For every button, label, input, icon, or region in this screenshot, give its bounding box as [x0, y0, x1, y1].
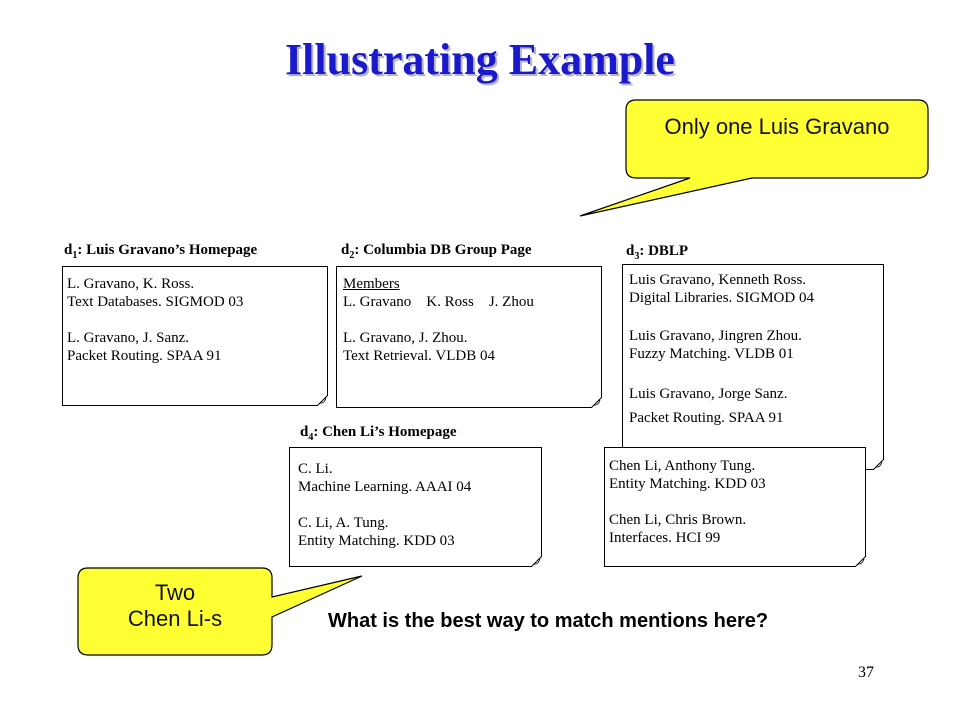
doc-d2-label-rest: : Columbia DB Group Page	[354, 242, 532, 258]
doc-d4-box: C. Li. Machine Learning. AAAI 04 C. Li, …	[289, 447, 542, 567]
doc-d3-line: Chen Li, Anthony Tung.	[609, 458, 756, 474]
callout-bottom-text: Two Chen Li-s	[78, 580, 272, 632]
callout-top-shape	[579, 99, 929, 217]
callout-bottom-line2: Chen Li-s	[127, 606, 223, 631]
doc-d3-label-prefix: d	[626, 243, 635, 259]
doc-d3-line: Fuzzy Matching. VLDB 01	[629, 346, 794, 362]
doc-d3-line: Chen Li, Chris Brown.	[609, 512, 747, 528]
doc-d3-label: d3: DBLP	[626, 243, 688, 262]
page-curl-icon	[531, 556, 542, 567]
doc-d3-gap	[629, 307, 877, 327]
doc-d3-line: Entity Matching. KDD 03	[609, 476, 766, 492]
callout-top-text: Only one Luis Gravano	[626, 114, 928, 140]
doc-d3-box-top: Luis Gravano, Kenneth Ross. Digital Libr…	[622, 264, 884, 470]
callout-bottom-shape	[77, 567, 363, 656]
page-number: 37	[858, 664, 874, 681]
doc-d2-gap	[343, 311, 595, 329]
doc-d1-box: L. Gravano, K. Ross. Text Databases. SIG…	[62, 266, 328, 406]
doc-d2-heading: Members	[343, 276, 400, 292]
doc-d2-label-sub: 2	[349, 250, 355, 261]
slide-title: Illustrating Example	[285, 35, 675, 84]
doc-d1-line: L. Gravano, K. Ross.	[67, 276, 195, 292]
doc-d2-members-line: L. Gravano K. Ross J. Zhou	[343, 294, 534, 310]
doc-d3-line: Interfaces. HCI 99	[609, 530, 721, 546]
doc-d1-label: d1: Luis Gravano’s Homepage	[64, 242, 257, 261]
doc-d4-gap	[298, 496, 533, 514]
doc-d3-line: Digital Libraries. SIGMOD 04	[629, 290, 814, 306]
page-curl-icon	[317, 395, 328, 406]
doc-d2-box: Members L. Gravano K. Ross J. Zhou L. Gr…	[336, 266, 602, 408]
callout-bottom-line1: Two	[154, 580, 196, 605]
doc-d4-line: Machine Learning. AAAI 04	[298, 479, 472, 495]
doc-d3-box-bottom: Chen Li, Anthony Tung. Entity Matching. …	[604, 447, 866, 567]
doc-d3-line: Luis Gravano, Kenneth Ross.	[629, 272, 807, 288]
doc-d3-line: Packet Routing. SPAA 91	[629, 410, 784, 426]
doc-d2-label-prefix: d	[341, 242, 350, 258]
doc-d2-line: L. Gravano, J. Zhou.	[343, 330, 468, 346]
doc-d1-line: Text Databases. SIGMOD 03	[67, 294, 244, 310]
doc-d4-line: C. Li.	[298, 461, 333, 477]
doc-d4-line: C. Li, A. Tung.	[298, 515, 389, 531]
doc-d2-label: d2: Columbia DB Group Page	[341, 242, 532, 261]
page-curl-icon	[591, 397, 602, 408]
doc-d3-gap	[609, 493, 861, 511]
doc-d3-line: Luis Gravano, Jingren Zhou.	[629, 328, 802, 344]
page-curl-icon	[855, 556, 866, 567]
doc-d3-gap	[629, 363, 877, 385]
question-text: What is the best way to match mentions h…	[328, 610, 769, 632]
doc-d3-line: Luis Gravano, Jorge Sanz.	[629, 386, 788, 402]
doc-d1-label-rest: : Luis Gravano’s Homepage	[77, 242, 258, 258]
page-curl-icon	[873, 459, 884, 470]
doc-d4-line: Entity Matching. KDD 03	[298, 533, 455, 549]
doc-d4-label-prefix: d	[300, 424, 309, 440]
doc-d1-label-prefix: d	[64, 242, 73, 258]
doc-d1-line: L. Gravano, J. Sanz.	[67, 330, 190, 346]
doc-d1-gap	[67, 311, 323, 329]
doc-d2-line: Text Retrieval. VLDB 04	[343, 348, 495, 364]
doc-d1-label-sub: 1	[72, 250, 78, 261]
callout-top-label: Only one Luis Gravano	[664, 114, 890, 139]
doc-d4-label-sub: 4	[308, 432, 314, 443]
doc-d4-label: d4: Chen Li’s Homepage	[300, 424, 457, 443]
doc-d3-label-rest: : DBLP	[639, 243, 689, 259]
doc-d4-label-rest: : Chen Li’s Homepage	[313, 424, 457, 440]
doc-d1-line: Packet Routing. SPAA 91	[67, 348, 222, 364]
doc-d3-label-sub: 3	[634, 251, 640, 262]
